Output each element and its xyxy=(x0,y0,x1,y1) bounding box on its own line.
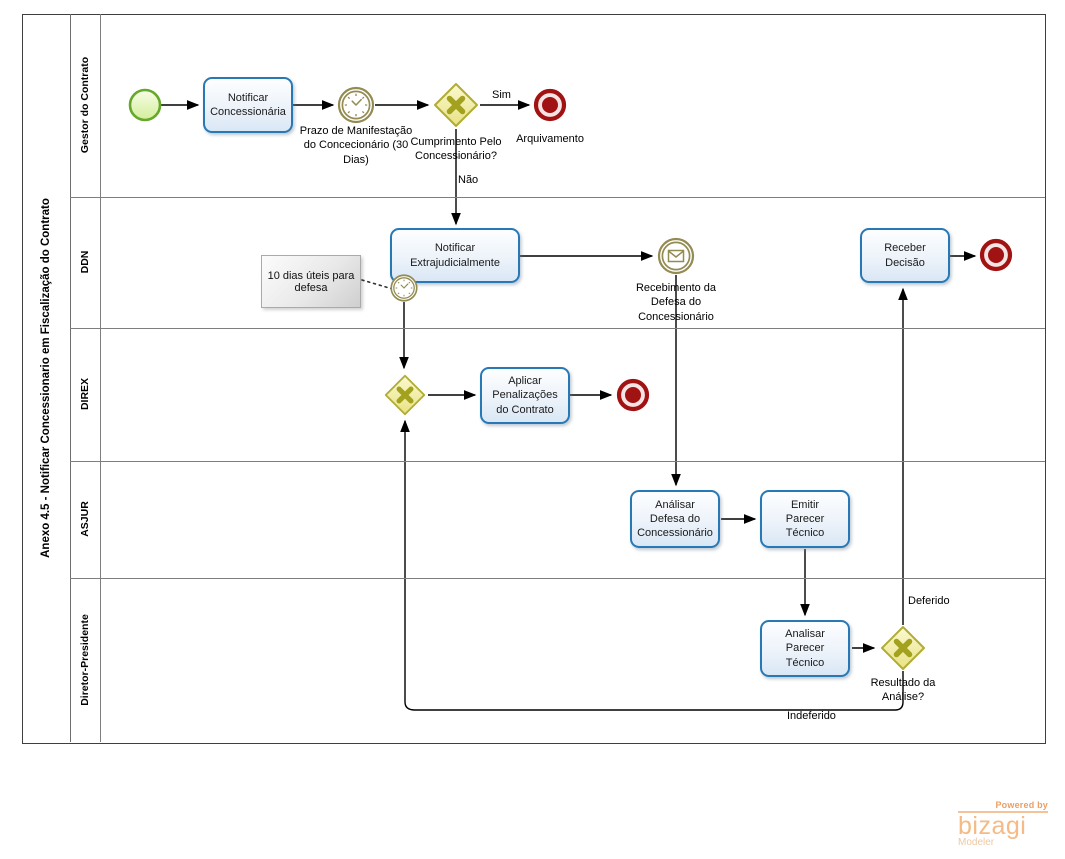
task-receber-decisao[interactable]: Receber Decisão xyxy=(860,228,950,283)
lane-name-diretor-presidente[interactable]: Diretor-Presidente xyxy=(79,614,91,706)
flow-indeferido-to-direx-gateway xyxy=(400,419,904,711)
message-event-recebimento-label: Recebimento da Defesa do Concessionário xyxy=(635,282,717,323)
annotation-10-dias[interactable]: 10 dias úteis para defesa xyxy=(261,255,361,308)
end-event-arquivamento-label: Arquivamento xyxy=(516,133,584,145)
lane-name-divider xyxy=(100,14,101,742)
bizagi-brand-text: bizagi xyxy=(958,812,1027,840)
lane-name-gestor-do-contrato[interactable]: Gestor do Contrato xyxy=(79,56,91,154)
lane-name-ddn[interactable]: DDN xyxy=(79,250,91,274)
gateway-direx-merge[interactable] xyxy=(383,373,427,417)
lane-divider-2 xyxy=(70,328,1045,329)
task-notificar-extrajudicialmente[interactable]: Notificar Extrajudicialmente xyxy=(390,228,520,283)
start-event[interactable] xyxy=(127,87,163,123)
pool-border xyxy=(22,14,1046,744)
lane-name-direx[interactable]: DIREX xyxy=(79,377,91,411)
gateway-resultado-analise-label: Resultado da Análise? xyxy=(870,677,936,704)
pool-title-divider xyxy=(70,14,71,742)
modeler-text: Modeler xyxy=(958,837,995,848)
lane-divider-4 xyxy=(70,578,1045,579)
task-analisar-parecer[interactable]: Analisar Parecer Técnico xyxy=(760,620,850,677)
gateway-resultado-analise[interactable] xyxy=(879,624,927,672)
timer-event-prazo-icon[interactable] xyxy=(336,85,376,125)
lane-divider-3 xyxy=(70,461,1045,462)
association-annotation-dotted xyxy=(361,279,397,291)
edge-label-deferido: Deferido xyxy=(908,595,950,607)
end-event-arquivamento[interactable] xyxy=(532,87,568,123)
task-notificar-concessionaria[interactable]: Notificar Concessionária xyxy=(203,77,293,133)
task-emitir-parecer[interactable]: Emitir Parecer Técnico xyxy=(760,490,850,548)
powered-by-text: Powered by xyxy=(958,800,1048,813)
end-event-direx[interactable] xyxy=(615,377,651,413)
boundary-timer-event-icon[interactable] xyxy=(389,273,419,303)
timer-event-prazo-label: Prazo de Manifestação do Concecionário (… xyxy=(299,125,413,166)
message-event-recebimento-icon[interactable] xyxy=(656,236,696,276)
gateway-cumprimento-label: Cumprimento Pelo Concessionário? xyxy=(410,136,502,163)
bizagi-logo: Powered by bizagi Modeler xyxy=(958,800,1048,848)
gateway-cumprimento[interactable] xyxy=(432,81,480,129)
task-aplicar-penalizacoes[interactable]: Aplicar Penalizações do Contrato xyxy=(480,367,570,424)
lane-name-asjur[interactable]: ASJUR xyxy=(79,501,91,537)
pool-title[interactable]: Anexo 4.5 - Notificar Concessionario em … xyxy=(40,198,52,558)
lane-divider-1 xyxy=(70,197,1045,198)
end-event-ddn[interactable] xyxy=(978,237,1014,273)
edge-label-nao: Não xyxy=(458,174,479,186)
edge-label-indeferido: Indeferido xyxy=(787,710,836,722)
task-analisar-defesa[interactable]: Análisar Defesa do Concessionário xyxy=(630,490,720,548)
edge-label-sim: Sim xyxy=(492,89,511,101)
